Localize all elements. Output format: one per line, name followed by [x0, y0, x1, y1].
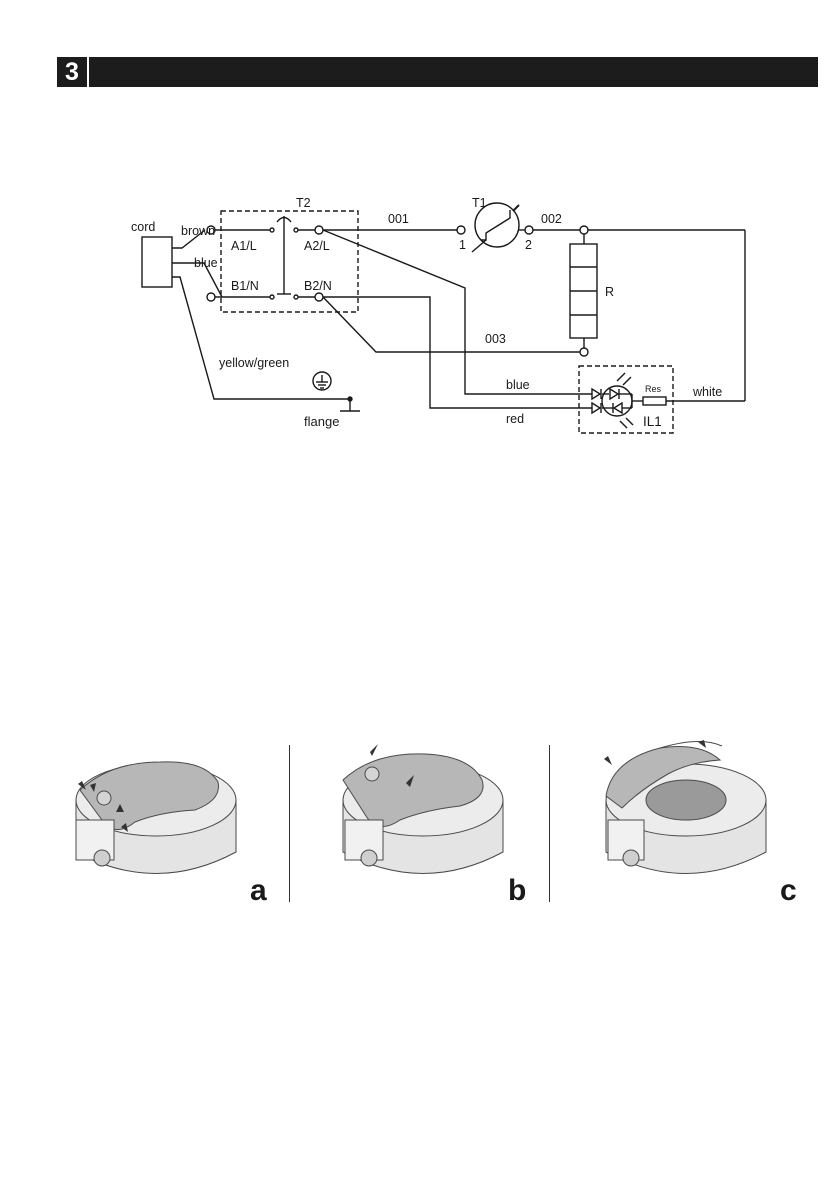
figure-c-illustration — [604, 740, 766, 874]
blue-wire-lamp — [323, 230, 592, 394]
label-blue: blue — [194, 256, 218, 270]
label-003: 003 — [485, 332, 506, 346]
label-002: 002 — [541, 212, 562, 226]
label-white: white — [692, 385, 722, 399]
label-001: 001 — [388, 212, 409, 226]
label-b2n: B2/N — [304, 279, 332, 293]
figure-label-a: a — [250, 876, 267, 906]
label-res: Res — [645, 384, 662, 394]
label-brown: brown — [181, 224, 215, 238]
label-il1: IL1 — [643, 414, 662, 429]
indicator-lamp — [602, 386, 632, 416]
figure-b-illustration — [343, 744, 503, 874]
label-blue-lower: blue — [506, 378, 530, 392]
label-a2l: A2/L — [304, 239, 330, 253]
label-t1-pin1: 1 — [459, 238, 466, 252]
wire-003 — [323, 297, 580, 352]
label-t2: T2 — [296, 196, 311, 210]
figure-label-b: b — [508, 876, 526, 906]
label-red: red — [506, 412, 524, 426]
figure-a-illustration — [76, 762, 236, 874]
label-yellow-green: yellow/green — [219, 356, 289, 370]
label-flange: flange — [304, 414, 339, 429]
terminal-b1n — [207, 293, 215, 301]
terminal-a2l — [315, 226, 323, 234]
label-t1-pin2: 2 — [525, 238, 532, 252]
label-cord: cord — [131, 220, 155, 234]
label-a1l: A1/L — [231, 239, 257, 253]
figure-label-c: c — [780, 876, 797, 906]
label-t1: T1 — [472, 196, 487, 210]
terminal-b2n — [315, 293, 323, 301]
label-b1n: B1/N — [231, 279, 259, 293]
cord-connector-block — [142, 237, 172, 287]
label-r: R — [605, 285, 614, 299]
panel-divider-1 — [289, 745, 290, 902]
resistor-res — [643, 397, 666, 405]
panel-divider-2 — [549, 745, 550, 902]
